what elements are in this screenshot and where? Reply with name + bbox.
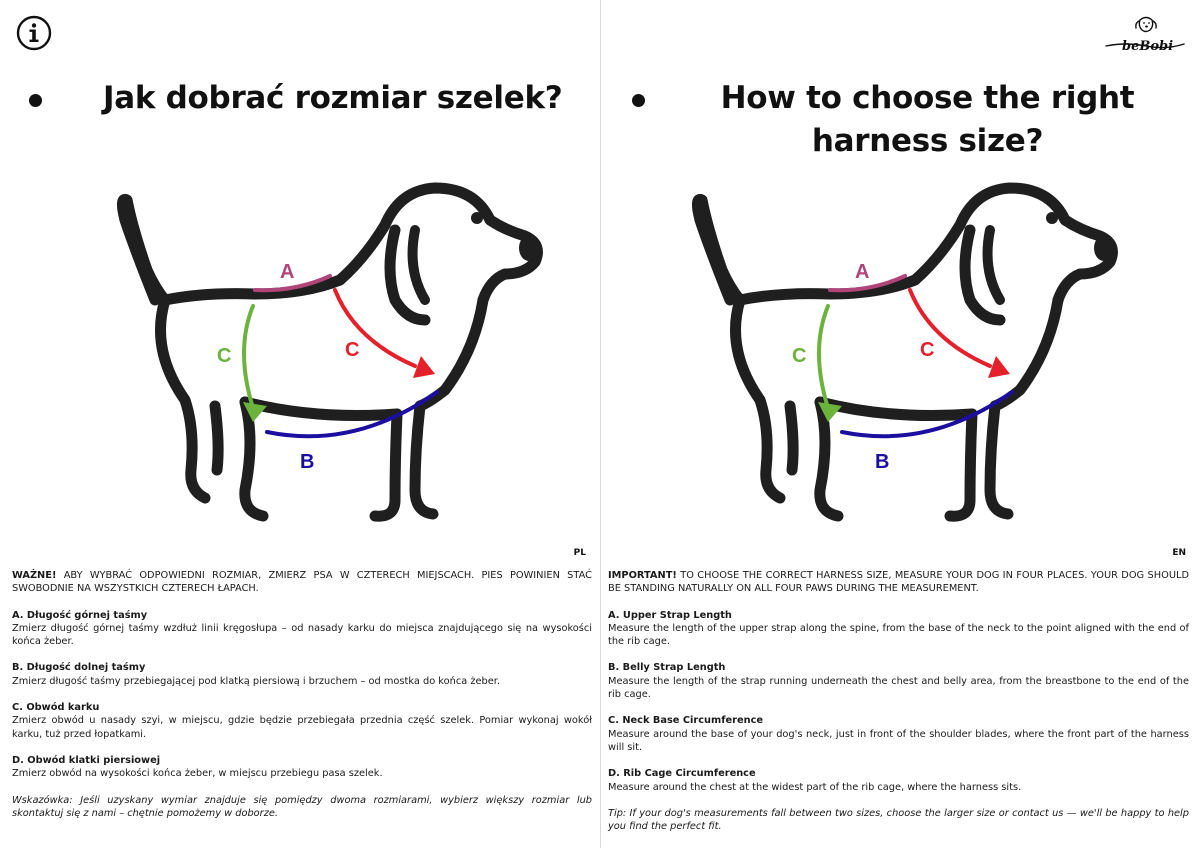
section-a: A. Długość górnej taśmy Zmierz długość g… <box>12 609 592 649</box>
section-title: B. Długość dolnej taśmy <box>12 662 146 674</box>
eye-icon <box>471 212 483 224</box>
arrow-c-red-head <box>988 356 1010 378</box>
section-title: D. Obwód klatki piersiowej <box>12 754 161 766</box>
section-body: Measure around the base of your dog's ne… <box>608 728 1189 753</box>
section-b: B. Długość dolnej taśmy Zmierz długość t… <box>12 661 592 688</box>
title-bullet <box>632 94 645 107</box>
intro-strong: WAŻNE! <box>12 570 57 581</box>
section-title: B. Belly Strap Length <box>608 662 726 674</box>
strap-b-line <box>265 390 439 439</box>
section-b: B. Belly Strap Length Measure the length… <box>608 661 1189 701</box>
section-title: A. Długość górnej taśmy <box>12 609 148 621</box>
label-b: B <box>300 451 314 473</box>
nose-icon <box>519 235 539 261</box>
page-title: Jak dobrać rozmiar szelek? <box>29 77 589 120</box>
strap-b-line <box>840 390 1014 439</box>
section-d: D. Obwód klatki piersiowej Zmierz obwód … <box>12 754 592 781</box>
arrow-c-green-head <box>818 402 842 422</box>
label-a: A <box>855 261 869 283</box>
instructions: WAŻNE! ABY WYBRAĆ ODPOWIEDNI ROZMIAR, ZM… <box>12 569 592 820</box>
intro-text: TO CHOOSE THE CORRECT HARNESS SIZE, MEAS… <box>608 570 1189 595</box>
polish-page: Jak dobrać rozmiar szelek? PL WAŻNE! ABY… <box>12 15 592 820</box>
label-c-left: C <box>217 345 231 367</box>
section-d: D. Rib Cage Circumference Measure around… <box>608 767 1189 794</box>
instructions: IMPORTANT! TO CHOOSE THE CORRECT HARNESS… <box>608 569 1189 833</box>
intro-strong: IMPORTANT! <box>608 570 677 581</box>
arrow-c-red <box>333 288 417 368</box>
language-tag: PL <box>573 548 586 558</box>
page-title-text: How to choose the right harness size? <box>720 80 1135 159</box>
info-icon[interactable] <box>16 15 52 51</box>
strap-a-line <box>253 274 332 293</box>
arrow-c-red-head <box>413 356 435 378</box>
label-c-left: C <box>792 345 806 367</box>
section-c: C. Obwód karku Zmierz obwód u nasady szy… <box>12 701 592 741</box>
section-body: Measure the length of the strap running … <box>608 675 1189 701</box>
label-b: B <box>875 451 889 473</box>
section-body: Measure the length of the upper strap al… <box>608 622 1189 648</box>
arrow-c-green-head <box>243 402 267 422</box>
intro-text: ABY WYBRAĆ ODPOWIEDNI ROZMIAR, ZMIERZ PS… <box>12 570 592 595</box>
section-body: Zmierz długość górnej taśmy wzdłuż linii… <box>12 622 592 648</box>
eye-icon <box>1046 212 1058 224</box>
arrow-c-red <box>908 288 992 368</box>
label-c-right: C <box>345 339 359 361</box>
english-page: beBobi How to choose the right harness s… <box>601 0 1200 848</box>
logo-text: beBobi <box>1122 39 1173 54</box>
label-a: A <box>280 261 294 283</box>
section-a: A. Upper Strap Length Measure the length… <box>608 609 1189 649</box>
tip-text: Wskazówka: Jeśli uzyskany wymiar znajduj… <box>12 794 592 819</box>
bebobi-logo: beBobi <box>1105 16 1185 54</box>
page-title-text: Jak dobrać rozmiar szelek? <box>103 80 563 116</box>
section-body: Zmierz długość taśmy przebiegającej pod … <box>12 675 500 687</box>
arrow-c-green <box>242 304 255 410</box>
strap-a-line <box>828 274 907 293</box>
title-bullet <box>29 94 42 107</box>
nose-icon <box>1094 235 1114 261</box>
arrow-c-green <box>817 304 830 410</box>
tip-text: Tip: If your dog's measurements fall bet… <box>608 807 1189 833</box>
intro-paragraph: WAŻNE! ABY WYBRAĆ ODPOWIEDNI ROZMIAR, ZM… <box>12 569 592 596</box>
section-body: Measure around the chest at the widest p… <box>608 781 1022 793</box>
section-title: A. Upper Strap Length <box>608 609 732 621</box>
page-title: How to choose the right harness size? <box>632 77 1192 163</box>
ear-icon <box>407 225 430 305</box>
dog-outline <box>116 182 543 522</box>
intro-paragraph: IMPORTANT! TO CHOOSE THE CORRECT HARNESS… <box>608 569 1189 596</box>
language-tag: EN <box>1172 548 1186 558</box>
section-title: C. Neck Base Circumference <box>608 715 764 727</box>
section-title: C. Obwód karku <box>12 702 100 714</box>
section-body: Zmierz obwód u nasady szyi, w miejscu, g… <box>12 715 592 740</box>
section-title: D. Rib Cage Circumference <box>608 768 756 780</box>
label-c-right: C <box>920 339 934 361</box>
dog-measurement-diagram: A B C C <box>116 182 543 522</box>
dog-outline <box>691 182 1118 522</box>
page-divider <box>600 0 601 848</box>
ear-icon <box>982 225 1005 305</box>
dog-measurement-diagram: A B C C <box>691 182 1118 522</box>
section-body: Zmierz obwód na wysokości końca żeber, w… <box>12 768 383 780</box>
section-c: C. Neck Base Circumference Measure aroun… <box>608 714 1189 754</box>
